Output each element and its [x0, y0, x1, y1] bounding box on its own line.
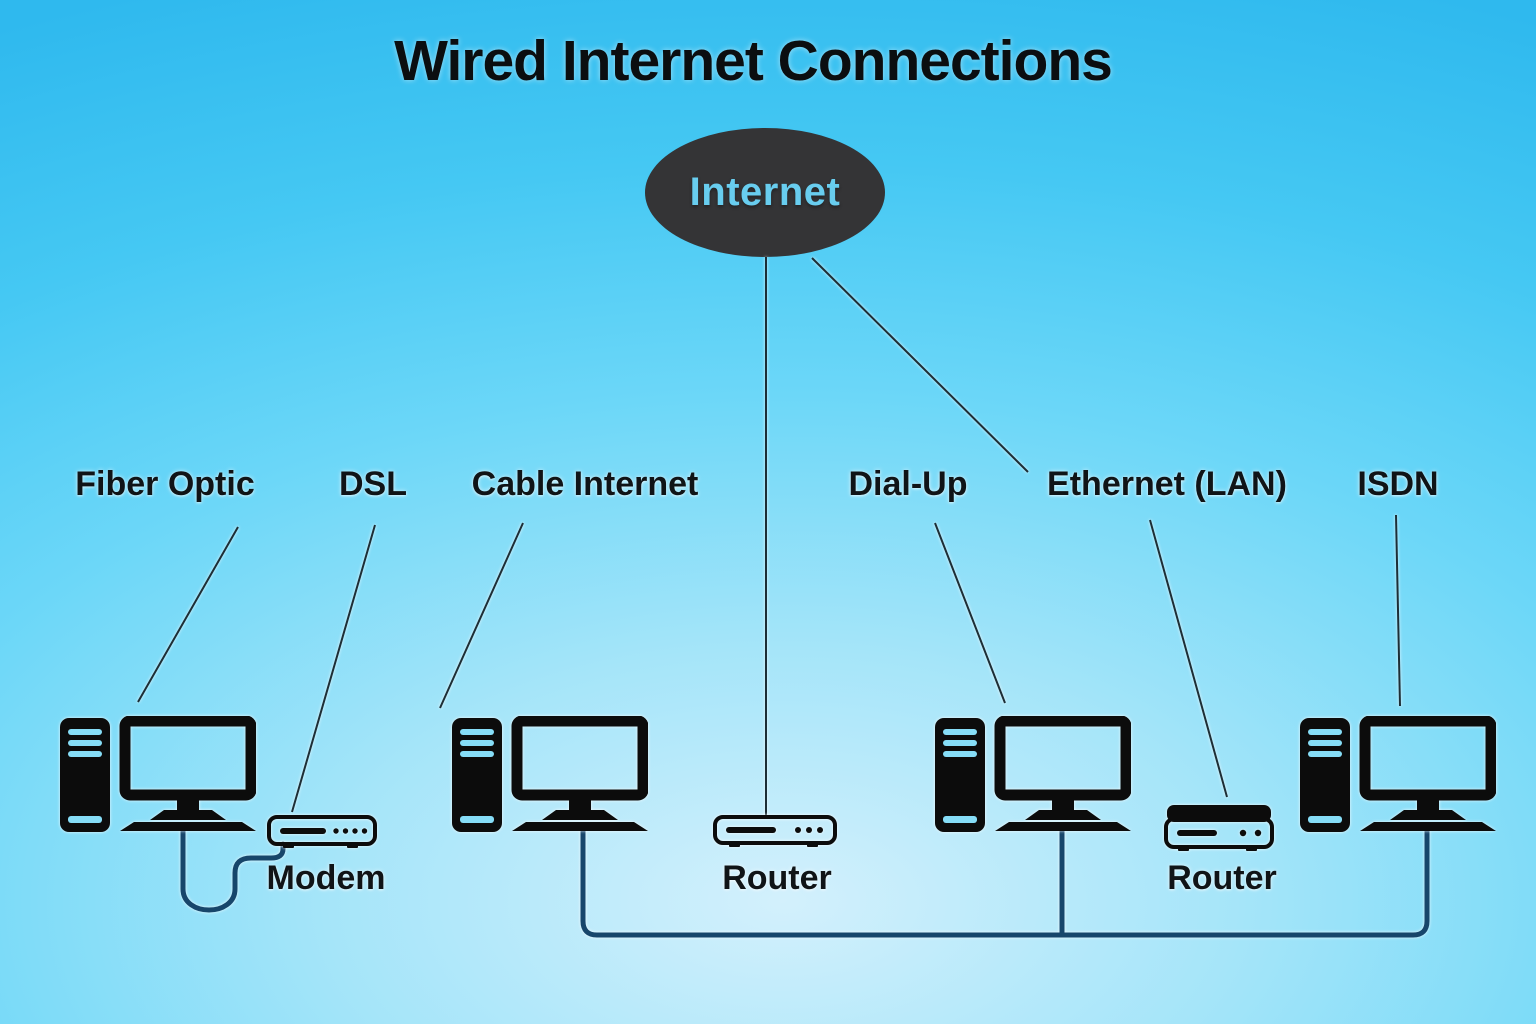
fiber-optic-line [137, 526, 239, 703]
router-center-icon [713, 815, 837, 849]
computer-icon-isdn [1300, 718, 1496, 832]
modem-icon [267, 815, 377, 850]
internet-hub-label: Internet [689, 170, 841, 214]
cable-internet-line [439, 522, 524, 709]
label-router-right: Router [1167, 859, 1277, 897]
label-cable-internet: Cable Internet [471, 465, 699, 503]
internet-to-ethernet-line [811, 257, 1029, 473]
label-ethernet-lan: Ethernet (LAN) [1047, 465, 1287, 503]
computer-icon-cable-internet [452, 718, 648, 832]
label-dsl: DSL [339, 465, 407, 503]
dsl-line [291, 524, 376, 813]
isdn-line [1395, 514, 1401, 707]
internet-hub: Internet [645, 128, 885, 257]
router-right-icon [1164, 805, 1274, 852]
label-router-center: Router [722, 859, 832, 897]
ethernet-to-router-line [1149, 519, 1228, 798]
page-title: Wired Internet Connections [394, 29, 1113, 93]
pc-to-modem-cable [180, 828, 286, 913]
computer-icon-dial-up [935, 718, 1131, 832]
label-modem: Modem [266, 859, 386, 897]
computer-icon-fiber-optic [60, 718, 256, 832]
lan-backbone-cable [580, 828, 1430, 938]
label-isdn: ISDN [1357, 465, 1439, 503]
label-dial-up: Dial-Up [848, 465, 968, 503]
label-fiber-optic: Fiber Optic [75, 465, 255, 503]
dial-up-line [934, 522, 1006, 704]
